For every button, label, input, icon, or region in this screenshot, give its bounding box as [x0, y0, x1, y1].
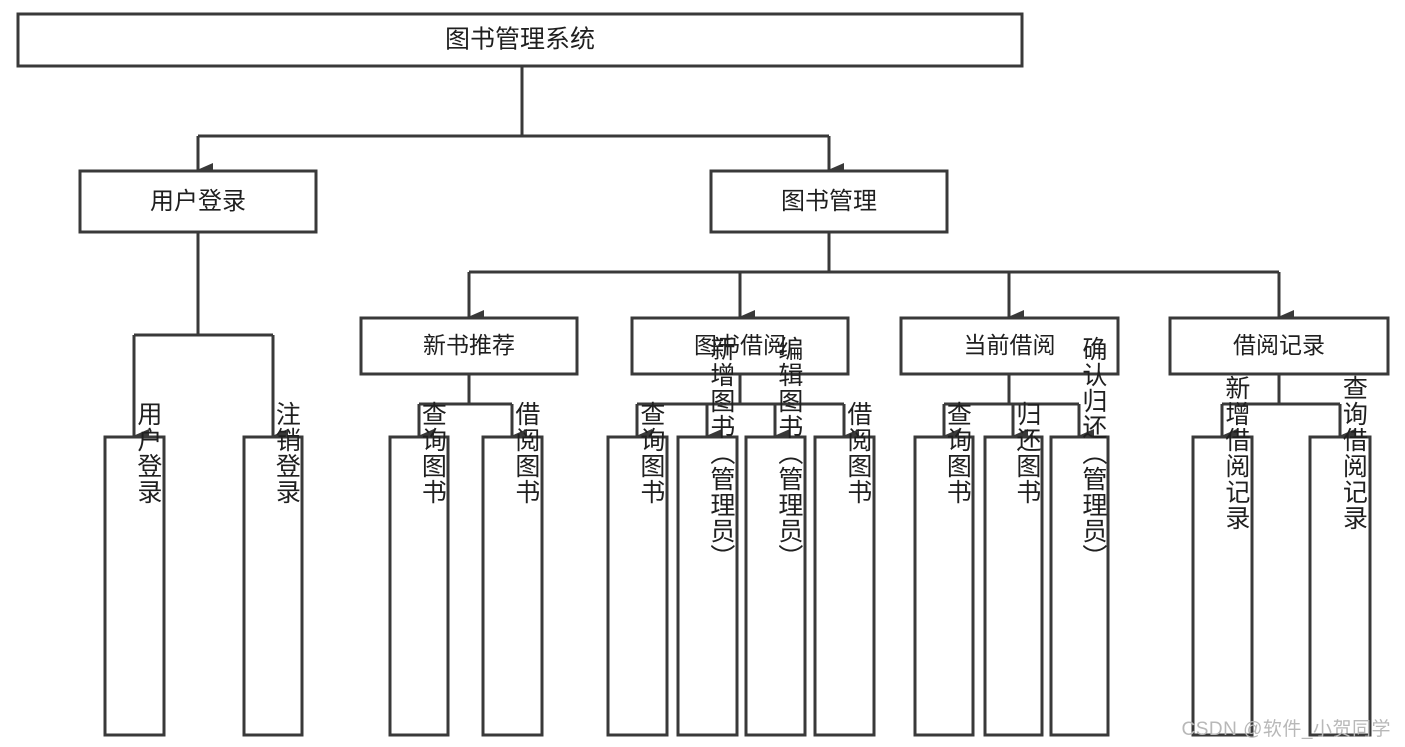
- node-borrow-record[interactable]: 借阅记录: [1168, 316, 1390, 376]
- node-book-borrow[interactable]: 图书借阅: [630, 316, 850, 376]
- node-box-leaf-borrow-book-2[interactable]: [813, 435, 876, 737]
- node-leaf-return-book[interactable]: 归还图书: [983, 401, 1044, 737]
- node-box-leaf-query-record[interactable]: [1308, 435, 1372, 737]
- node-book-management[interactable]: 图书管理: [709, 169, 949, 234]
- node-box-leaf-confirm-return[interactable]: [1049, 435, 1110, 737]
- node-label-leaf-return-book: 归还图书: [1013, 401, 1042, 505]
- node-label-borrow-record: 借阅记录: [1233, 332, 1325, 358]
- node-label-leaf-borrow-book-2: 借阅图书: [844, 401, 873, 505]
- node-label-leaf-confirm-return: 确认归还（管理员）: [1079, 336, 1108, 570]
- node-box-borrow-record[interactable]: [1168, 316, 1390, 376]
- connector-layer: [132, 66, 1355, 443]
- node-leaf-add-record[interactable]: 新增借阅记录: [1191, 375, 1254, 737]
- node-leaf-query-book-1[interactable]: 查询图书: [388, 401, 450, 737]
- node-box-leaf-query-book-3[interactable]: [913, 435, 975, 737]
- connector-level1-to-level2: [467, 232, 1294, 324]
- node-layer: 图书管理系统用户登录图书管理新书推荐图书借阅当前借阅借阅记录用户登录注销登录查询…: [16, 12, 1390, 737]
- node-box-leaf-logout[interactable]: [242, 435, 304, 737]
- node-box-leaf-query-book-1[interactable]: [388, 435, 450, 737]
- node-root[interactable]: 图书管理系统: [16, 12, 1024, 68]
- connector-user-login-to-leaves: [132, 232, 288, 443]
- watermark-text: CSDN @软件_小贺同学: [1181, 719, 1391, 740]
- node-box-book-borrow[interactable]: [630, 316, 850, 376]
- node-leaf-edit-book[interactable]: 编辑图书（管理员）: [744, 336, 807, 737]
- node-leaf-query-record[interactable]: 查询借阅记录: [1308, 375, 1372, 737]
- node-leaf-query-book-2[interactable]: 查询图书: [606, 401, 669, 737]
- connector-current-borrow-to-leaves: [942, 374, 1094, 443]
- node-box-leaf-add-book[interactable]: [676, 435, 739, 737]
- node-box-leaf-edit-book[interactable]: [744, 435, 807, 737]
- node-box-leaf-query-book-2[interactable]: [606, 435, 669, 737]
- node-box-leaf-add-record[interactable]: [1191, 435, 1254, 737]
- node-box-book-management[interactable]: [709, 169, 949, 234]
- node-leaf-borrow-book-1[interactable]: 借阅图书: [481, 401, 544, 737]
- node-user-login[interactable]: 用户登录: [78, 169, 318, 234]
- node-box-leaf-return-book[interactable]: [983, 435, 1044, 737]
- node-label-leaf-add-record: 新增借阅记录: [1222, 375, 1251, 531]
- node-leaf-confirm-return[interactable]: 确认归还（管理员）: [1049, 336, 1110, 737]
- node-box-user-login[interactable]: [78, 169, 318, 234]
- node-leaf-logout[interactable]: 注销登录: [242, 401, 304, 737]
- node-label-user-login: 用户登录: [150, 188, 246, 215]
- node-label-leaf-add-book: 新增图书（管理员）: [707, 336, 736, 570]
- node-label-leaf-query-record: 查询借阅记录: [1339, 375, 1368, 531]
- node-leaf-user-login[interactable]: 用户登录: [103, 401, 166, 737]
- node-box-leaf-borrow-book-1[interactable]: [481, 435, 544, 737]
- node-label-book-management: 图书管理: [781, 188, 877, 215]
- node-new-book-recommend[interactable]: 新书推荐: [359, 316, 579, 376]
- node-box-root[interactable]: [16, 12, 1024, 68]
- node-box-new-book-recommend[interactable]: [359, 316, 579, 376]
- node-label-leaf-logout: 注销登录: [272, 401, 301, 505]
- node-label-book-borrow: 图书借阅: [694, 332, 786, 358]
- connector-new-book-to-leaves: [417, 374, 527, 443]
- node-label-root: 图书管理系统: [445, 26, 595, 54]
- connector-root-to-level1: [196, 66, 844, 177]
- node-label-leaf-query-book-2: 查询图书: [637, 401, 666, 505]
- node-current-borrow[interactable]: 当前借阅: [899, 316, 1120, 376]
- node-leaf-add-book[interactable]: 新增图书（管理员）: [676, 336, 739, 737]
- node-leaf-query-book-3[interactable]: 查询图书: [913, 401, 975, 737]
- node-box-current-borrow[interactable]: [899, 316, 1120, 376]
- node-label-leaf-user-login: 用户登录: [134, 401, 163, 505]
- node-label-leaf-query-book-1: 查询图书: [418, 401, 447, 505]
- node-leaf-borrow-book-2[interactable]: 借阅图书: [813, 401, 876, 737]
- connector-borrow-record-to-leaves: [1220, 374, 1355, 443]
- node-label-current-borrow: 当前借阅: [964, 332, 1056, 358]
- node-box-leaf-user-login[interactable]: [103, 435, 166, 737]
- connector-book-borrow-to-leaves: [635, 374, 859, 443]
- node-label-new-book-recommend: 新书推荐: [423, 332, 515, 358]
- node-label-leaf-query-book-3: 查询图书: [943, 401, 972, 505]
- node-label-leaf-borrow-book-1: 借阅图书: [512, 401, 541, 505]
- node-label-leaf-edit-book: 编辑图书（管理员）: [775, 336, 804, 570]
